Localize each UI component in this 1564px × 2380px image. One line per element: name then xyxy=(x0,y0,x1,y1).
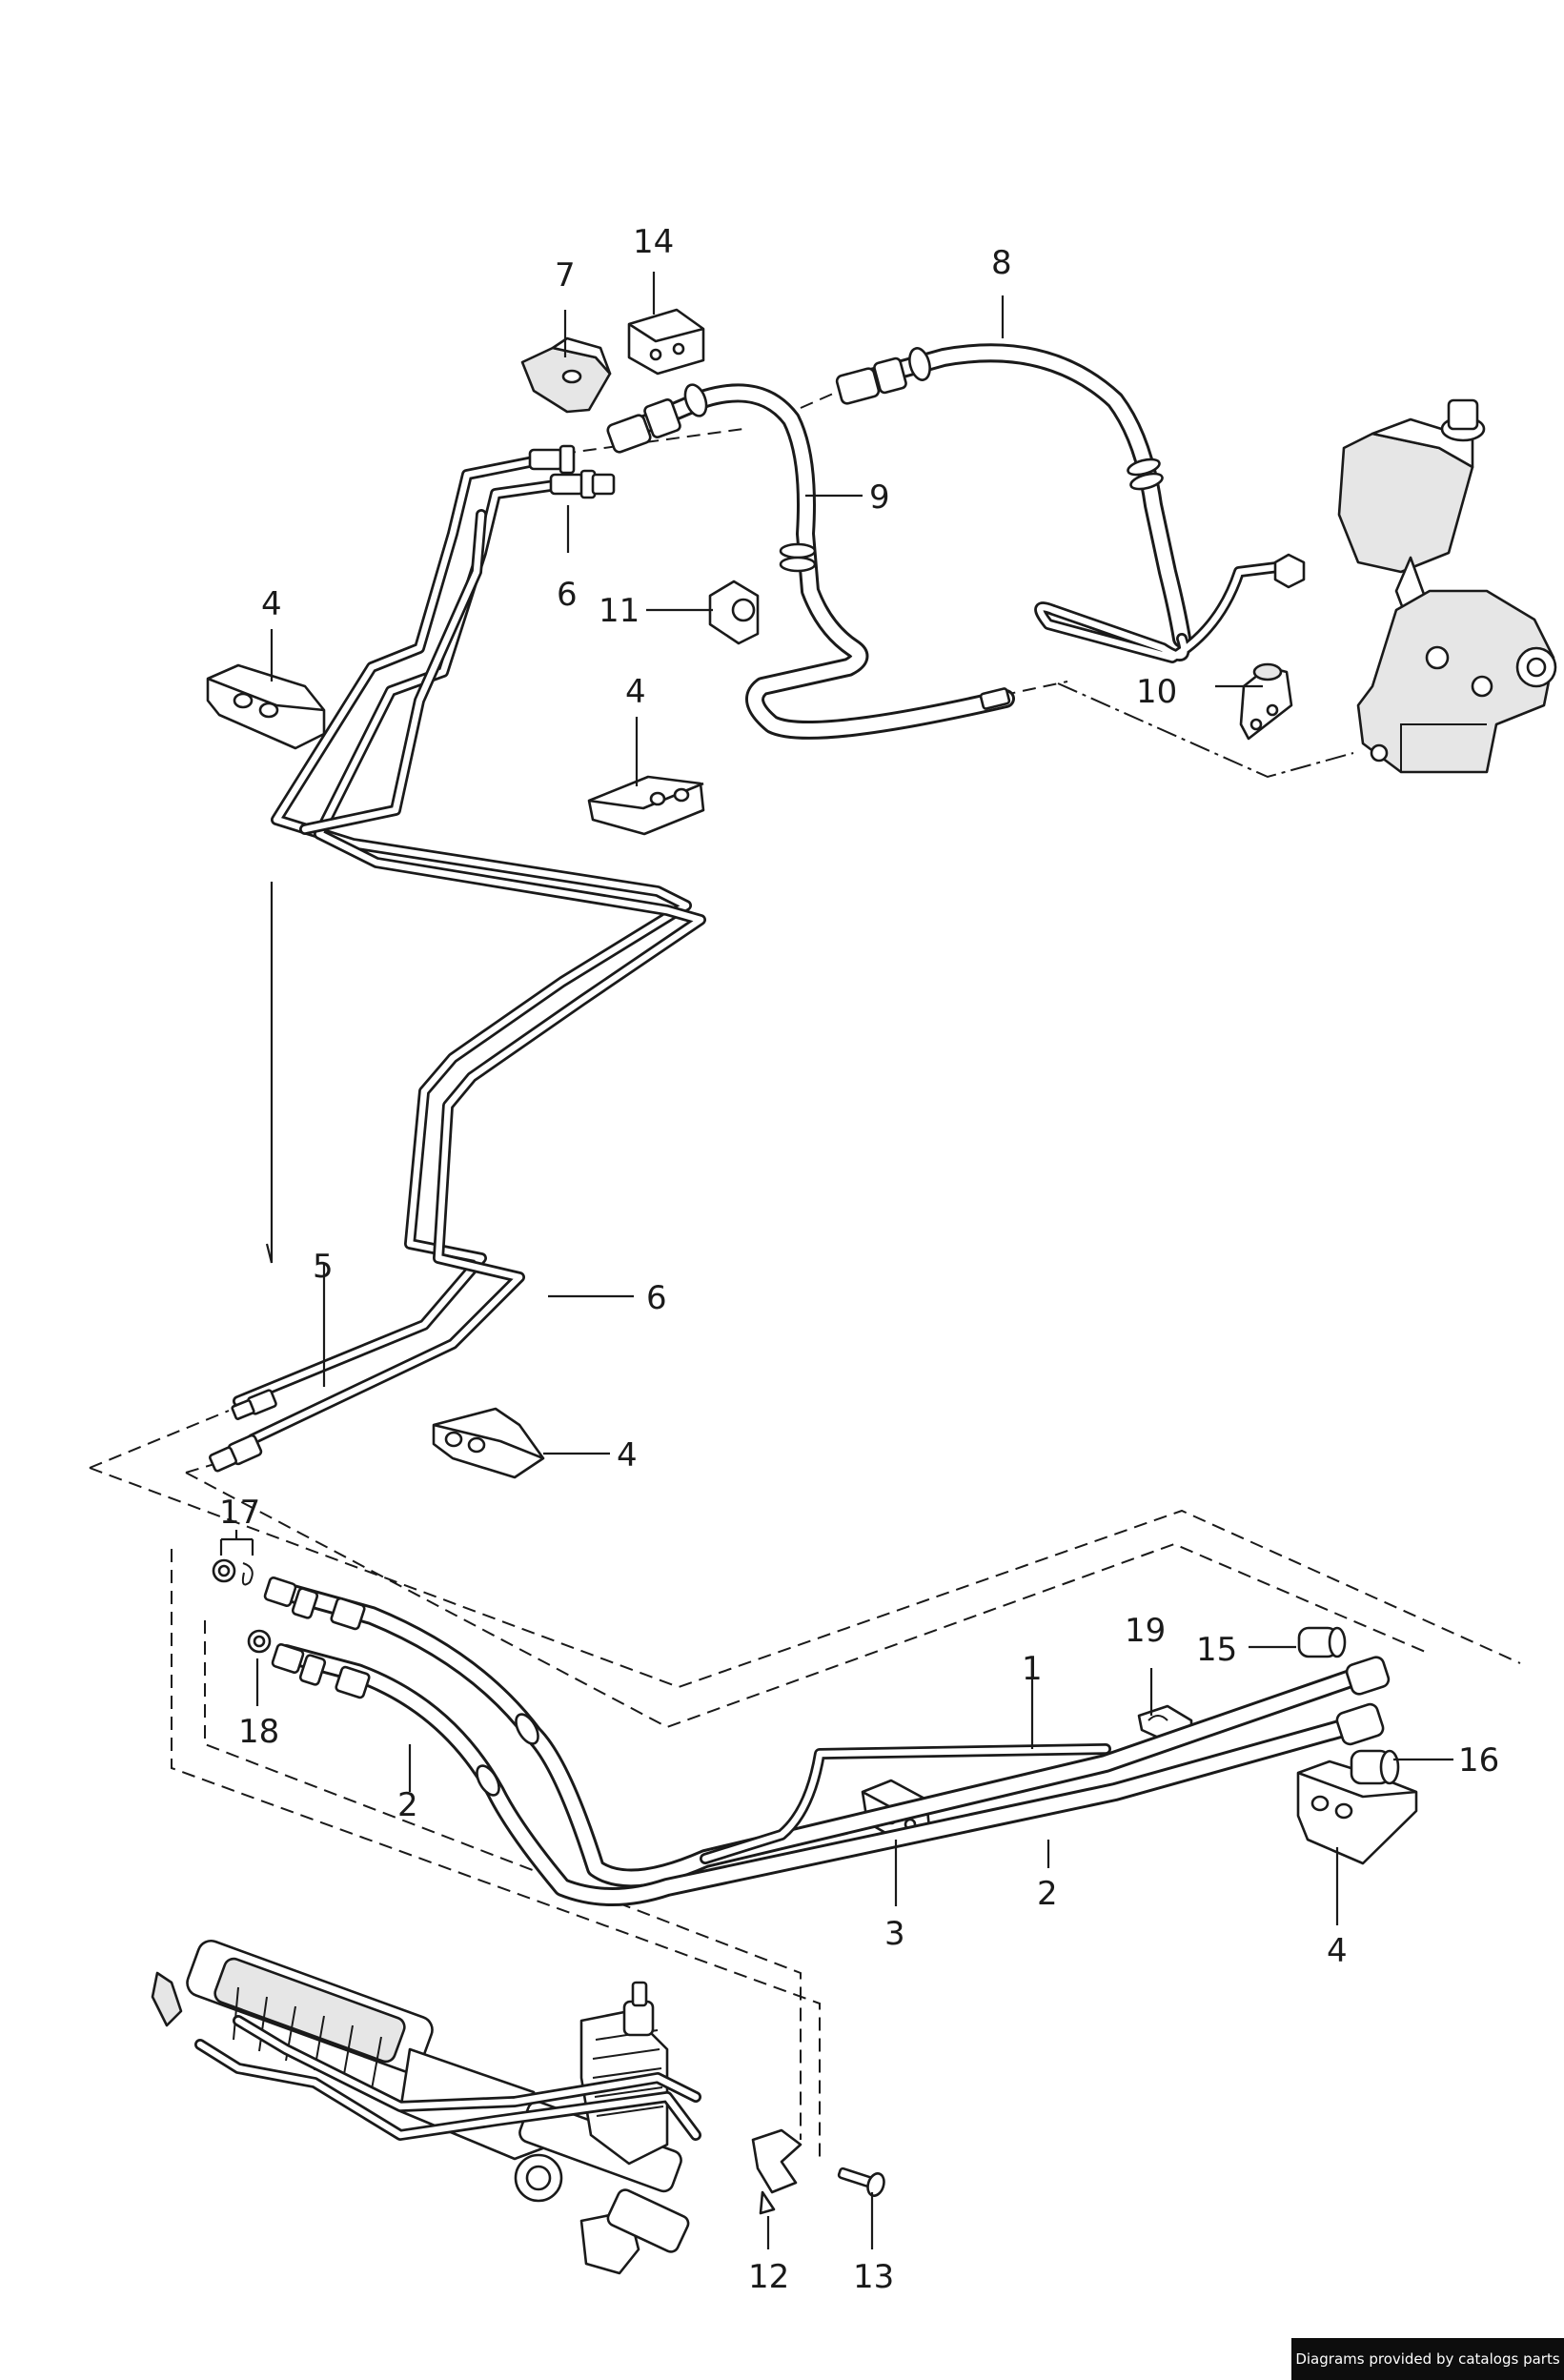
assembly-lines xyxy=(89,386,1521,2164)
part-13-bolt xyxy=(837,2166,885,2197)
callout-8: 8 xyxy=(991,244,1012,282)
callout-13: 13 xyxy=(853,2258,894,2296)
callout-11: 11 xyxy=(599,592,640,630)
leader-lines xyxy=(219,272,1453,2249)
line-2-end-fittings xyxy=(271,1643,1385,1797)
callout-4-middle: 4 xyxy=(625,673,646,711)
callout-9: 9 xyxy=(869,478,890,517)
line-1-2-pipe-bend xyxy=(700,1743,1111,1864)
hose-9 xyxy=(606,383,1015,740)
callout-4-top-left: 4 xyxy=(261,585,282,623)
credit-watermark: Diagrams provided by catalogs parts xyxy=(1291,2338,1564,2380)
steering-rack xyxy=(151,1939,701,2275)
part-18-seal-ring xyxy=(247,1629,272,1654)
callout-5: 5 xyxy=(313,1248,334,1286)
callout-16: 16 xyxy=(1458,1741,1499,1780)
pipe-5-6-third-strand xyxy=(299,509,487,835)
part-14-block xyxy=(627,308,705,376)
clamp-4-d xyxy=(1296,1760,1418,1865)
power-steering-pump xyxy=(1337,398,1557,774)
callout-4-lower: 4 xyxy=(617,1436,638,1475)
clamp-4-b xyxy=(587,775,705,836)
callout-1: 1 xyxy=(1022,1650,1043,1688)
clamp-4-c xyxy=(432,1407,545,1479)
fitting-bottom-5 xyxy=(231,1389,277,1420)
part-11-clip xyxy=(708,580,760,645)
fitting-top-5 xyxy=(528,444,576,475)
callout-6-lower: 6 xyxy=(646,1279,667,1317)
part-10-bracket xyxy=(1239,662,1293,741)
callout-2-left: 2 xyxy=(397,1786,418,1824)
callout-4-right: 4 xyxy=(1327,1932,1348,1970)
part-12-plate xyxy=(751,2128,802,2215)
callout-19: 19 xyxy=(1125,1612,1166,1650)
callout-14: 14 xyxy=(633,223,674,261)
callout-7: 7 xyxy=(555,256,576,295)
callout-17: 17 xyxy=(219,1494,260,1532)
pipe-5 xyxy=(233,454,692,1407)
callout-3: 3 xyxy=(884,1915,905,1953)
line-1 xyxy=(276,1582,1363,1888)
line-2 xyxy=(276,1644,1363,1906)
callout-10: 10 xyxy=(1136,673,1177,711)
callout-6-top: 6 xyxy=(557,576,578,614)
clamp-4-a xyxy=(206,663,326,750)
fitting-bottom-6 xyxy=(209,1434,263,1473)
callout-18: 18 xyxy=(238,1713,279,1751)
part-17-seal-rings xyxy=(212,1558,254,1586)
callout-2-right: 2 xyxy=(1037,1875,1058,1913)
callout-15: 15 xyxy=(1196,1631,1237,1669)
callout-12: 12 xyxy=(748,2258,789,2296)
part-16-plug xyxy=(1350,1749,1400,1785)
part-7-bracket xyxy=(520,336,612,414)
fitting-top-6 xyxy=(549,469,616,499)
part-15-plug xyxy=(1297,1626,1347,1658)
hose-8 xyxy=(835,343,1306,663)
line-1-end-fittings xyxy=(263,1576,1391,1745)
callout-labels: 1 2 2 3 4 4 4 4 5 6 6 7 8 9 10 11 12 13 … xyxy=(219,223,1499,2296)
